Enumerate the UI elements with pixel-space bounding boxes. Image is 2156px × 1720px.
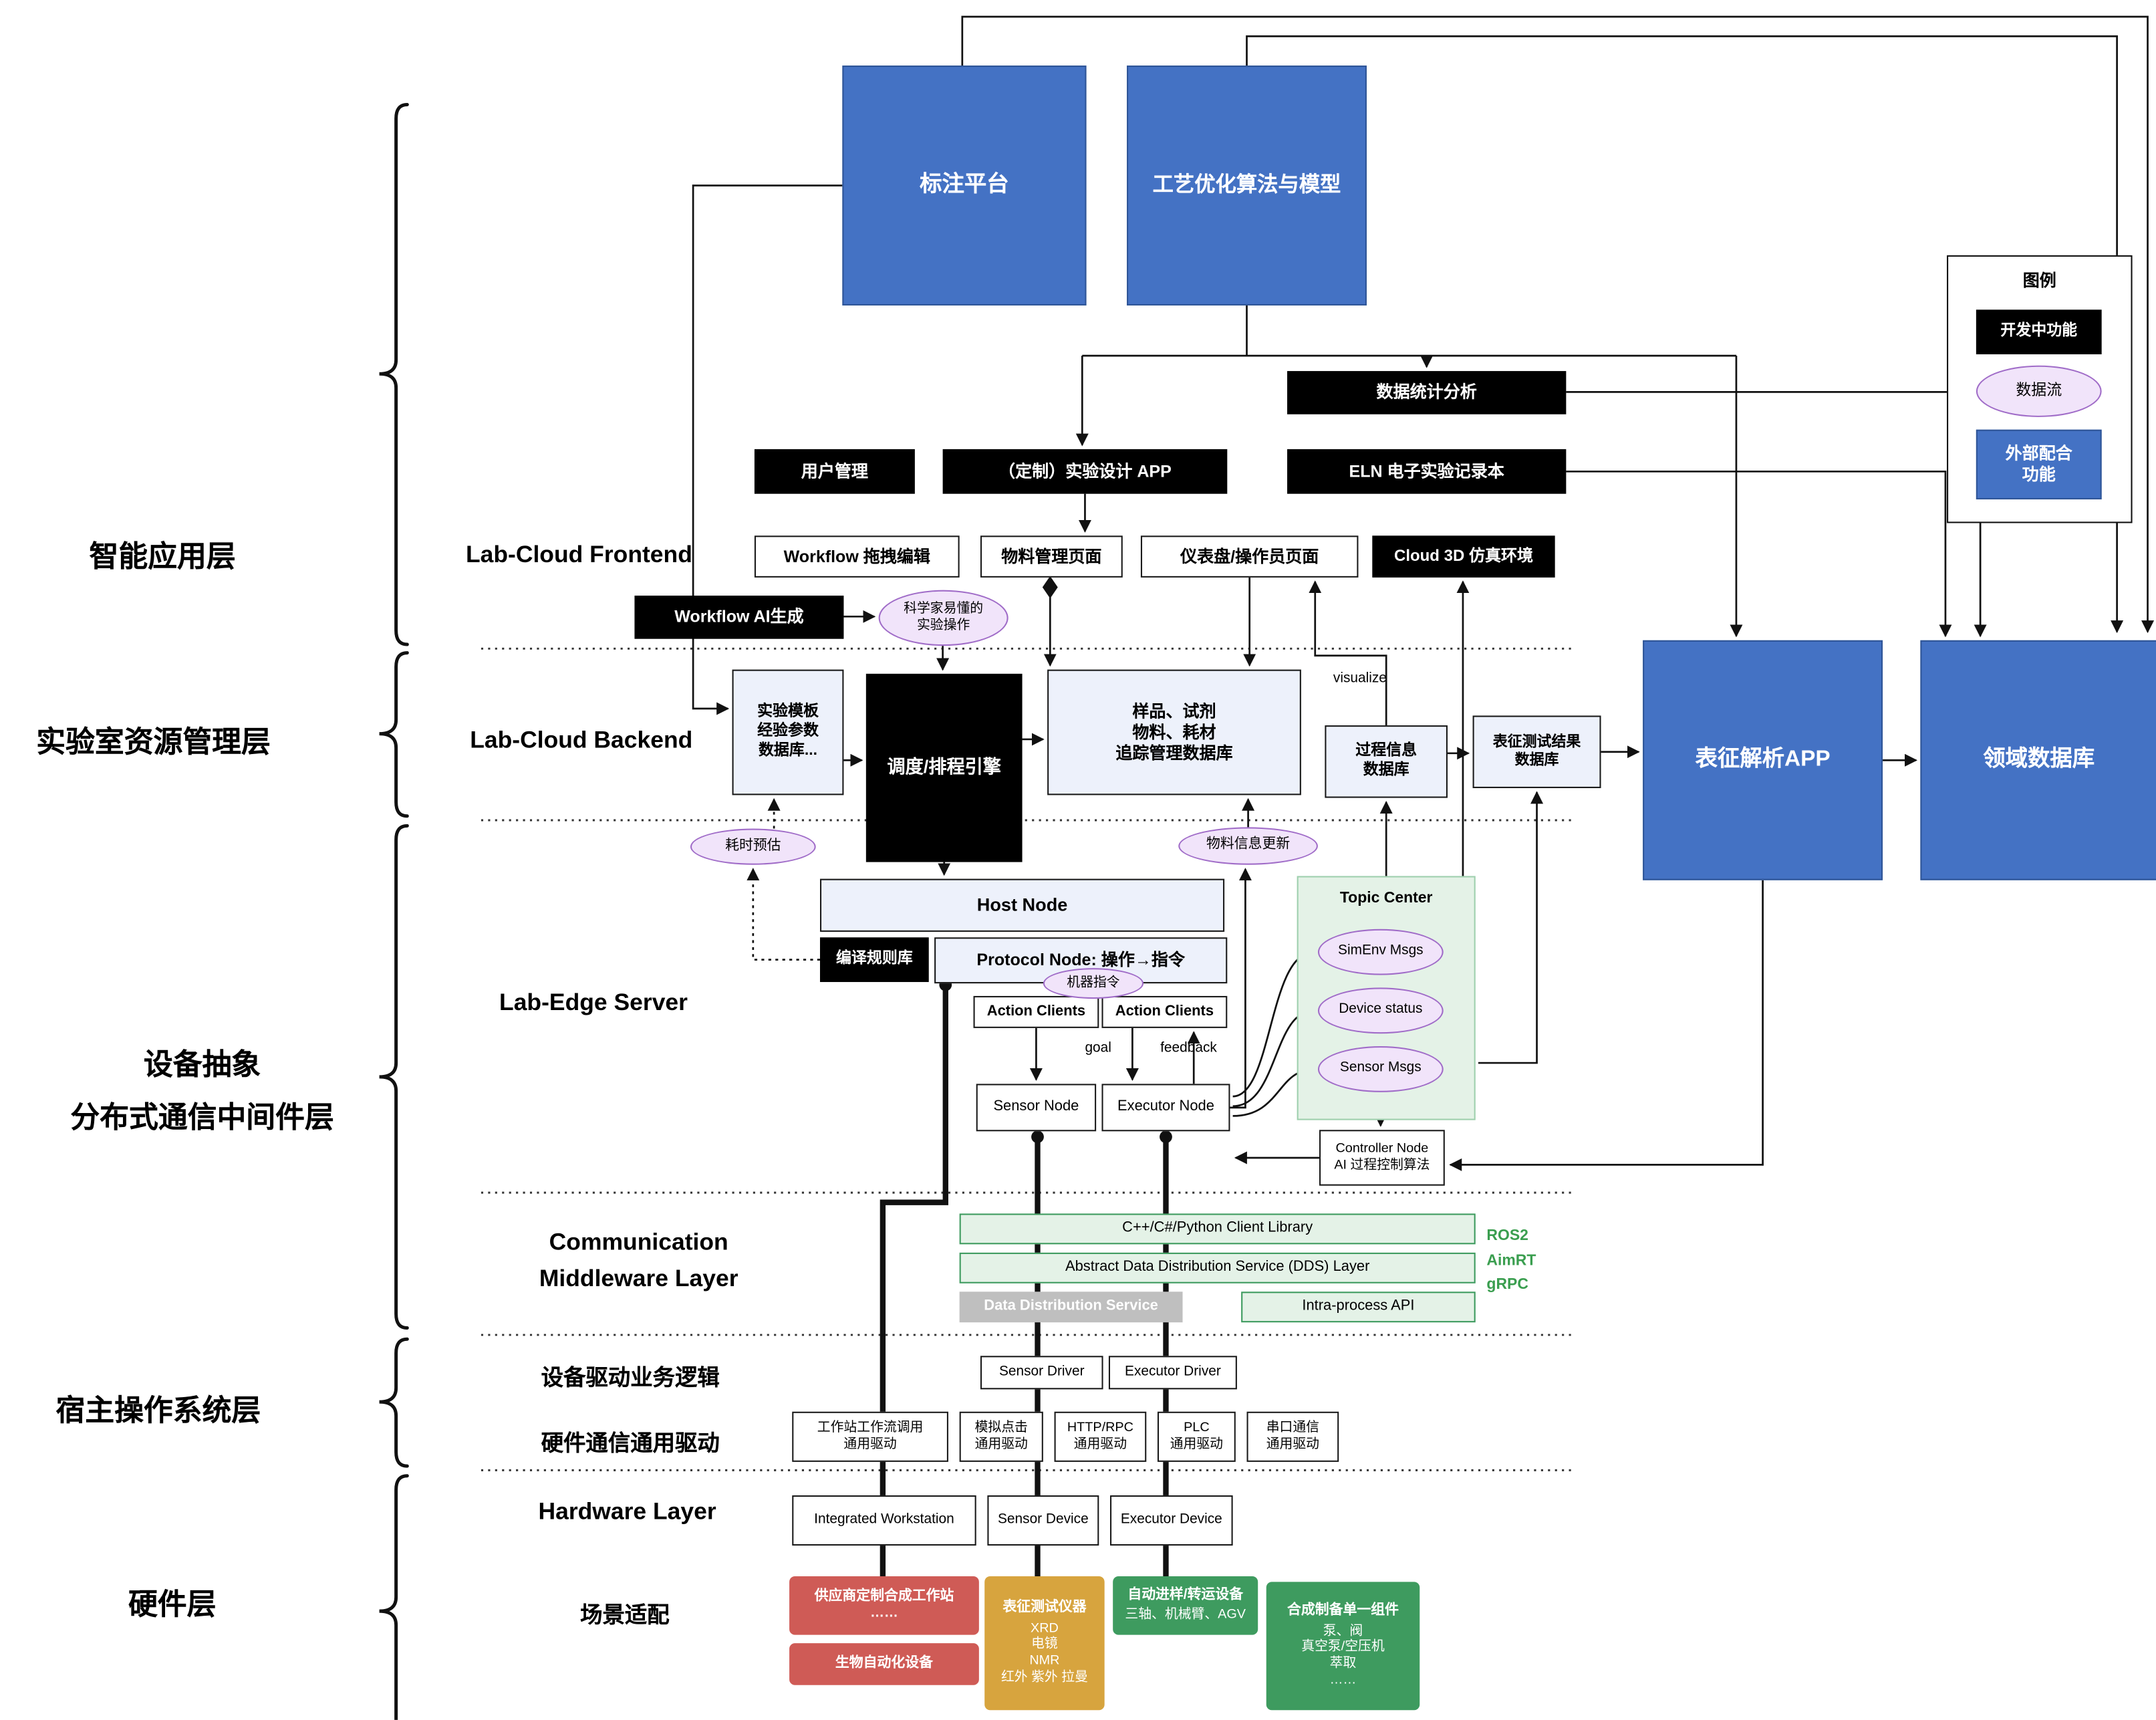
eln-box: ELN 电子实验记录本 [1287, 449, 1567, 494]
scenario-label: 场景适配 [580, 1604, 670, 1628]
executor-device-box: Executor Device [1110, 1495, 1233, 1546]
transfer-device-box: 自动进样/转运设备 三轴、机械臂、AGV [1113, 1576, 1258, 1635]
cloud3d-box: Cloud 3D 仿真环境 [1372, 535, 1555, 578]
sensor-msgs-ellipse: Sensor Msgs [1317, 1046, 1444, 1092]
goal-label: goal [1085, 1040, 1111, 1056]
synth-component-items: 泵、阀 真空泵/空压机 萃取 …… [1301, 1622, 1385, 1689]
workflow-edit-box: Workflow 拖拽编辑 [754, 535, 960, 578]
protocol-node-box: Protocol Node: 操作→指令 [934, 937, 1228, 984]
machine-cmd-ellipse: 机器指令 [1043, 968, 1144, 999]
user-mgmt-box: 用户管理 [754, 449, 915, 494]
layer-label-intelligent-app: 智能应用层 [89, 541, 236, 574]
edge-section-label: Lab-Edge Server [499, 989, 688, 1016]
dds-layer-box: Abstract Data Distribution Service (DDS)… [959, 1252, 1476, 1283]
sensor-device-box: Sensor Device [987, 1495, 1099, 1546]
scientist-ops-ellipse: 科学家易懂的 实验操作 [878, 590, 1008, 646]
layer-label-host-os: 宿主操作系统层 [55, 1394, 261, 1427]
serial-driver-box: 串口通信 通用驱动 [1246, 1411, 1339, 1462]
legend-developing-box: 开发中功能 [1976, 310, 2102, 355]
simenv-msgs-ellipse: SimEnv Msgs [1317, 929, 1444, 975]
layer-separators [481, 647, 1573, 1471]
hardware-section-label: Hardware Layer [538, 1498, 716, 1525]
frontend-section-label: Lab-Cloud Frontend [465, 541, 692, 568]
compile-lib-box: 编译规则库 [819, 937, 929, 983]
charact-instrument-title: 表征测试仪器 [1002, 1600, 1087, 1616]
layer-label-lab-resource: 实验室资源管理层 [36, 727, 271, 759]
scheduler-box: 调度/排程引擎 [865, 673, 1023, 862]
backend-section-label: Lab-Cloud Backend [470, 727, 693, 753]
custom-design-app-box: （定制）实验设计 APP [942, 449, 1228, 494]
annotation-platform-box: 标注平台 [842, 66, 1087, 305]
action-clients-1-box: Action Clients [973, 995, 1099, 1028]
process-optimization-box: 工艺优化算法与模型 [1127, 66, 1367, 305]
charact-app-box: 表征解析APP [1643, 640, 1883, 880]
protocols-label: ROS2 AimRT gRPC [1486, 1227, 1536, 1294]
material-update-ellipse: 物料信息更新 [1178, 827, 1318, 865]
synth-component-box: 合成制备单一组件 泵、阀 真空泵/空压机 萃取 …… [1266, 1582, 1420, 1711]
controller-node-box: Controller Node AI 过程控制算法 [1319, 1130, 1445, 1186]
layer-label-hardware: 硬件层 [128, 1588, 217, 1621]
transfer-device-items: 三轴、机械臂、AGV [1125, 1606, 1246, 1622]
ws-driver-box: 工作站工作流调用 通用驱动 [792, 1411, 948, 1462]
driver-business-label: 设备驱动业务逻辑 [541, 1366, 720, 1391]
legend-dataflow-ellipse: 数据流 [1976, 365, 2102, 417]
hw-comm-label: 硬件通信通用驱动 [541, 1433, 720, 1457]
vendor-ws-box: 供应商定制合成工作站 …… [789, 1576, 979, 1635]
junction-markers [939, 576, 1172, 1144]
legend-title: 图例 [2022, 270, 2056, 291]
workflow-ai-box: Workflow AI生成 [634, 596, 844, 639]
charact-instrument-box: 表征测试仪器 XRD 电镜 NMR 红外 紫外 拉曼 [984, 1576, 1105, 1711]
http-driver-box: HTTP/RPC 通用驱动 [1054, 1411, 1147, 1462]
legend-external-box: 外部配合 功能 [1976, 429, 2102, 500]
charact-db-box: 表征测试结果 数据库 [1472, 715, 1601, 788]
dashboard-box: 仪表盘/操作员页面 [1140, 535, 1359, 578]
charact-instrument-items: XRD 电镜 NMR 红外 紫外 拉曼 [1000, 1620, 1088, 1685]
client-lib-box: C++/C#/Python Client Library [959, 1213, 1476, 1245]
visualize-label: visualize [1333, 670, 1387, 687]
plc-driver-box: PLC 通用驱动 [1157, 1411, 1236, 1462]
host-node-box: Host Node [819, 878, 1225, 932]
process-db-box: 过程信息 数据库 [1325, 725, 1448, 798]
sensor-driver-box: Sensor Driver [980, 1356, 1103, 1390]
domain-db-box: 领域数据库 [1920, 640, 2156, 880]
executor-node-box: Executor Node [1101, 1084, 1230, 1132]
layer-label-device-abstraction: 设备抽象 分布式通信中间件层 [70, 1049, 334, 1134]
sensor-node-box: Sensor Node [976, 1084, 1097, 1132]
device-status-ellipse: Device status [1317, 987, 1444, 1034]
template-db-box: 实验模板 经验参数 数据库... [732, 669, 844, 795]
intra-api-box: Intra-process API [1241, 1292, 1476, 1323]
sample-db-box: 样品、试剂 物料、耗材 追踪管理数据库 [1047, 669, 1301, 795]
bio-auto-box: 生物自动化设备 [789, 1643, 979, 1685]
dds-service-box: Data Distribution Service [959, 1292, 1183, 1323]
click-driver-box: 模拟点击 通用驱动 [959, 1411, 1043, 1462]
middleware-section-label: Communication Middleware Layer [539, 1229, 738, 1293]
dotted-flow-arrows [747, 797, 820, 961]
transfer-device-title: 自动进样/转运设备 [1127, 1588, 1244, 1604]
executor-driver-box: Executor Driver [1108, 1356, 1237, 1390]
action-clients-2-box: Action Clients [1101, 995, 1228, 1028]
stats-analysis-box: 数据统计分析 [1287, 371, 1567, 414]
time-estimate-ellipse: 耗时预估 [690, 828, 816, 865]
material-page-box: 物料管理页面 [980, 535, 1123, 578]
layer-braces [379, 102, 409, 1720]
synth-component-title: 合成制备单一组件 [1287, 1602, 1399, 1618]
feedback-label: feedback [1160, 1040, 1217, 1056]
integrated-ws-box: Integrated Workstation [792, 1495, 976, 1546]
topic-center-title: Topic Center [1339, 890, 1433, 907]
